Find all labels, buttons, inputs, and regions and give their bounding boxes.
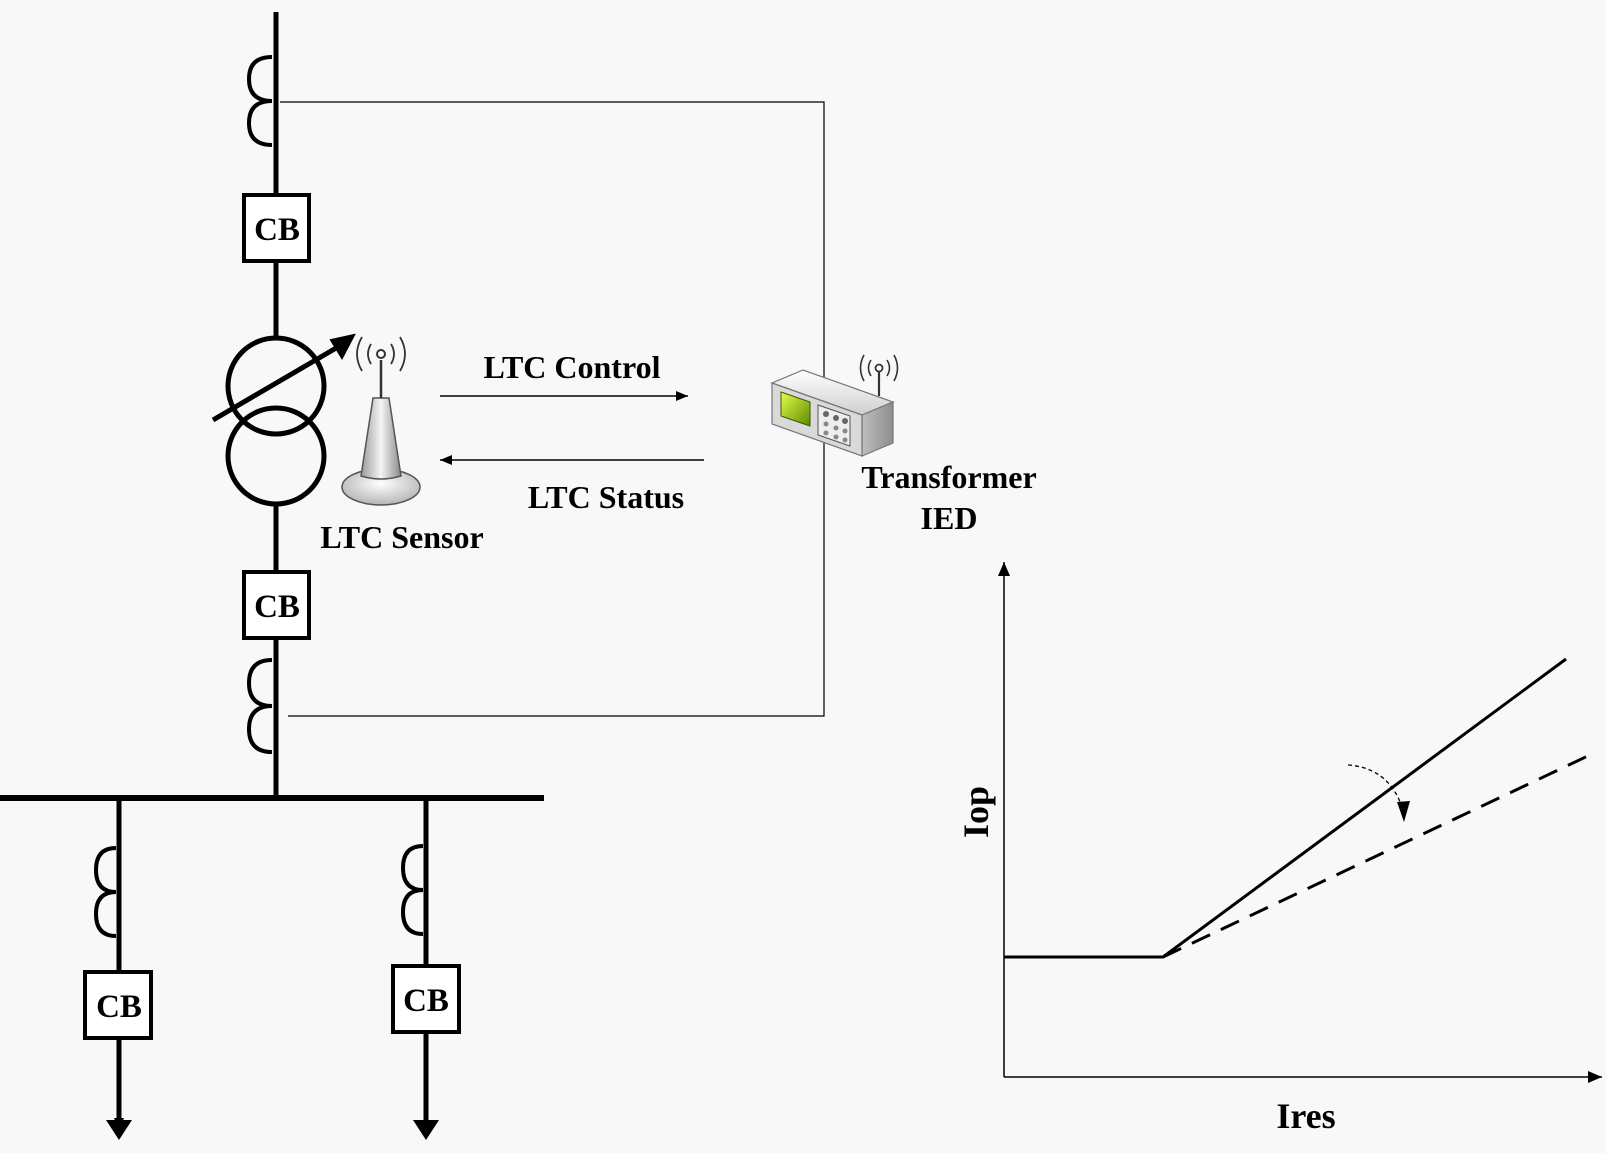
adjusted-slope-line [1162, 752, 1593, 959]
ied-label-line2: IED [921, 500, 978, 536]
cb-label: CB [254, 212, 300, 248]
ied-label-line1: Transformer [861, 459, 1036, 495]
top-circuit-breaker[interactable]: CB [242, 193, 311, 263]
ltc-transformer-icon [211, 333, 356, 507]
ltc-control-label: LTC Control [484, 349, 661, 385]
differential-characteristic [998, 562, 1602, 1083]
feeder-right-ct-icon [400, 844, 424, 936]
feeder-left-ct-icon [93, 846, 117, 938]
original-slope-line [1004, 657, 1567, 959]
down-arrow-icon [106, 1120, 132, 1140]
ltc-status-label: LTC Status [528, 479, 684, 515]
slope-adjust-arrow [1347, 764, 1404, 811]
top-current-transformer-icon [246, 55, 273, 147]
feeder-right-circuit-breaker[interactable]: CB [391, 964, 461, 1034]
slope-arrow-head-icon [1397, 801, 1410, 822]
feeder-left [93, 798, 132, 1140]
feeder-left-circuit-breaker[interactable]: CB [83, 970, 153, 1040]
ltc-sensor-icon [341, 336, 421, 506]
cb-label: CB [254, 589, 300, 625]
feeder-right [400, 798, 439, 1140]
transformer-ied-icon[interactable] [770, 354, 899, 457]
ltc-sensor-label: LTC Sensor [320, 519, 483, 555]
lower-circuit-breaker[interactable]: CB [242, 570, 311, 640]
y-axis-label: Iop [956, 786, 996, 838]
x-axis-label: Ires [1276, 1096, 1335, 1136]
lower-current-transformer-icon [246, 658, 273, 754]
cb-label: CB [403, 983, 449, 1019]
cb-label: CB [96, 989, 142, 1025]
ct-signal-wiring [280, 101, 825, 717]
down-arrow-icon [413, 1120, 439, 1140]
